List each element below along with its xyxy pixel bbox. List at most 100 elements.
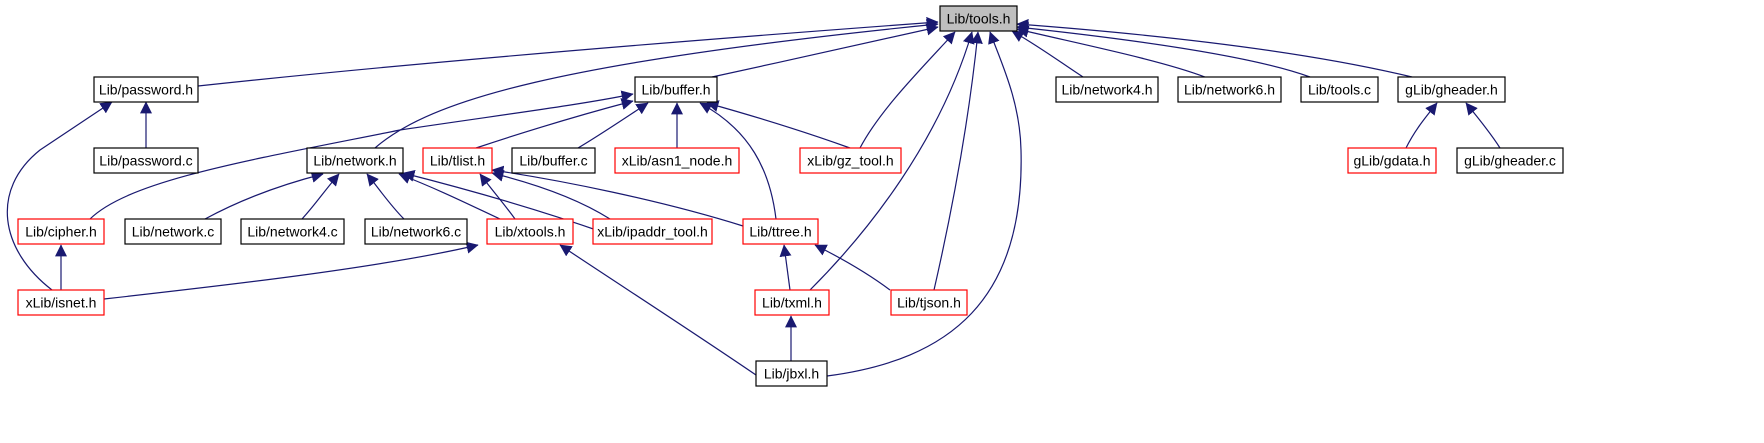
node-box <box>614 147 740 174</box>
node-ttree-h[interactable]: Lib/ttree.h <box>742 218 819 245</box>
node-ipaddr-tool-h[interactable]: xLib/ipaddr_tool.h <box>592 218 713 245</box>
node-box <box>240 218 345 245</box>
edge-tjson-h-to-tools-h <box>933 31 983 291</box>
edge-gdata-h-to-gheader-h <box>1405 102 1438 149</box>
node-label: gLib/gdata.h <box>1353 153 1430 169</box>
node-network-c[interactable]: Lib/network.c <box>124 218 222 245</box>
node-box <box>799 147 902 174</box>
node-box <box>1300 76 1379 103</box>
node-label: Lib/ttree.h <box>749 224 811 240</box>
edge-gz-tool-h-to-buffer-h <box>706 100 851 149</box>
node-network6-h[interactable]: Lib/network6.h <box>1177 76 1282 103</box>
node-txml-h[interactable]: Lib/txml.h <box>754 289 830 316</box>
node-label: Lib/buffer.c <box>519 153 587 169</box>
node-box <box>93 76 199 103</box>
edge-ipaddr-tool-h-to-network-h <box>402 169 606 234</box>
node-password-h[interactable]: Lib/password.h <box>93 76 199 103</box>
node-tools-c[interactable]: Lib/tools.c <box>1300 76 1379 103</box>
edge-password-h-to-tools-h <box>197 16 939 87</box>
node-label: Lib/network6.h <box>1184 82 1275 98</box>
node-network6-c[interactable]: Lib/network6.c <box>364 218 468 245</box>
node-label: xLib/asn1_node.h <box>622 153 733 169</box>
edge-network4-h-to-tools-h <box>1011 30 1084 78</box>
node-box <box>742 218 819 245</box>
node-box <box>422 147 493 174</box>
node-box <box>511 147 596 174</box>
node-box <box>1347 147 1437 174</box>
node-network4-c[interactable]: Lib/network4.c <box>240 218 345 245</box>
node-gheader-h[interactable]: gLib/gheader.h <box>1397 76 1506 103</box>
edge-jbxl-h-to-xtools-h <box>559 244 757 376</box>
node-box <box>634 76 718 103</box>
node-label: Lib/network4.h <box>1061 82 1152 98</box>
edge-cipher-h-to-buffer-h <box>89 90 634 220</box>
node-label: Lib/tools.h <box>947 11 1011 27</box>
edge-tjson-h-to-ttree-h <box>814 244 891 291</box>
edge-isnet-h-to-xtools-h <box>103 241 479 300</box>
node-xtools-h[interactable]: Lib/xtools.h <box>486 218 574 245</box>
node-tjson-h[interactable]: Lib/tjson.h <box>890 289 968 316</box>
node-asn1-node-h[interactable]: xLib/asn1_node.h <box>614 147 740 174</box>
node-label: Lib/cipher.h <box>25 224 97 240</box>
node-label: Lib/password.c <box>99 153 192 169</box>
node-jbxl-h[interactable]: Lib/jbxl.h <box>755 360 828 387</box>
node-box <box>124 218 222 245</box>
edge-gheader-h-to-tools-h <box>1016 18 1413 78</box>
node-box <box>306 147 404 174</box>
node-label: Lib/tools.c <box>1308 82 1371 98</box>
node-isnet-h[interactable]: xLib/isnet.h <box>17 289 105 316</box>
edge-ttree-h-to-buffer-h <box>699 102 777 220</box>
node-buffer-h[interactable]: Lib/buffer.h <box>634 76 718 103</box>
node-label: Lib/tjson.h <box>897 295 961 311</box>
edge-buffer-h-to-tools-h <box>711 23 939 78</box>
node-box <box>17 289 105 316</box>
node-password-c[interactable]: Lib/password.c <box>93 147 199 174</box>
node-label: Lib/buffer.h <box>641 82 710 98</box>
edge-network6-c-to-network-h <box>366 173 405 220</box>
node-network4-h[interactable]: Lib/network4.h <box>1055 76 1159 103</box>
edge-tools-c-to-tools-h <box>1016 22 1311 78</box>
node-box <box>890 289 968 316</box>
node-cipher-h[interactable]: Lib/cipher.h <box>17 218 105 245</box>
edge-gz-tool-h-to-tools-h <box>859 31 956 149</box>
node-box <box>1177 76 1282 103</box>
node-box <box>592 218 713 245</box>
node-label: Lib/jbxl.h <box>764 366 819 382</box>
edge-network-c-to-network-h <box>204 171 324 220</box>
edge-tlist-h-to-buffer-h <box>475 98 634 149</box>
node-box <box>754 289 830 316</box>
node-label: Lib/network.c <box>132 224 214 240</box>
node-label: xLib/ipaddr_tool.h <box>597 224 708 240</box>
node-box <box>486 218 574 245</box>
node-label: Lib/txml.h <box>762 295 822 311</box>
edge-buffer-c-to-buffer-h <box>577 102 649 149</box>
node-label: xLib/gz_tool.h <box>807 153 893 169</box>
node-label: Lib/network4.c <box>247 224 337 240</box>
node-gheader-c[interactable]: gLib/gheader.c <box>1456 147 1564 174</box>
node-label: Lib/password.h <box>99 82 193 98</box>
node-tlist-h[interactable]: Lib/tlist.h <box>422 147 493 174</box>
node-label: xLib/isnet.h <box>26 295 97 311</box>
node-label: Lib/xtools.h <box>495 224 566 240</box>
edge-network4-c-to-network-h <box>301 173 340 220</box>
node-network-h[interactable]: Lib/network.h <box>306 147 404 174</box>
edge-xtools-h-to-tlist-h <box>479 173 516 220</box>
node-box <box>1397 76 1506 103</box>
edge-txml-h-to-ttree-h <box>779 244 792 291</box>
node-box <box>17 218 105 245</box>
edge-ttree-h-to-tlist-h <box>491 165 744 227</box>
node-tools-h[interactable]: Lib/tools.h <box>939 5 1018 32</box>
node-label: Lib/network6.c <box>371 224 461 240</box>
node-buffer-c[interactable]: Lib/buffer.c <box>511 147 596 174</box>
node-label: Lib/network.h <box>313 153 396 169</box>
node-gdata-h[interactable]: gLib/gdata.h <box>1347 147 1437 174</box>
node-box <box>1055 76 1159 103</box>
node-box <box>93 147 199 174</box>
node-label: gLib/gheader.h <box>1405 82 1498 98</box>
edge-isnet-h-to-password-h <box>6 101 113 291</box>
edge-txml-h-to-tools-h <box>809 31 975 291</box>
node-label: Lib/tlist.h <box>430 153 485 169</box>
node-gz-tool-h[interactable]: xLib/gz_tool.h <box>799 147 902 174</box>
